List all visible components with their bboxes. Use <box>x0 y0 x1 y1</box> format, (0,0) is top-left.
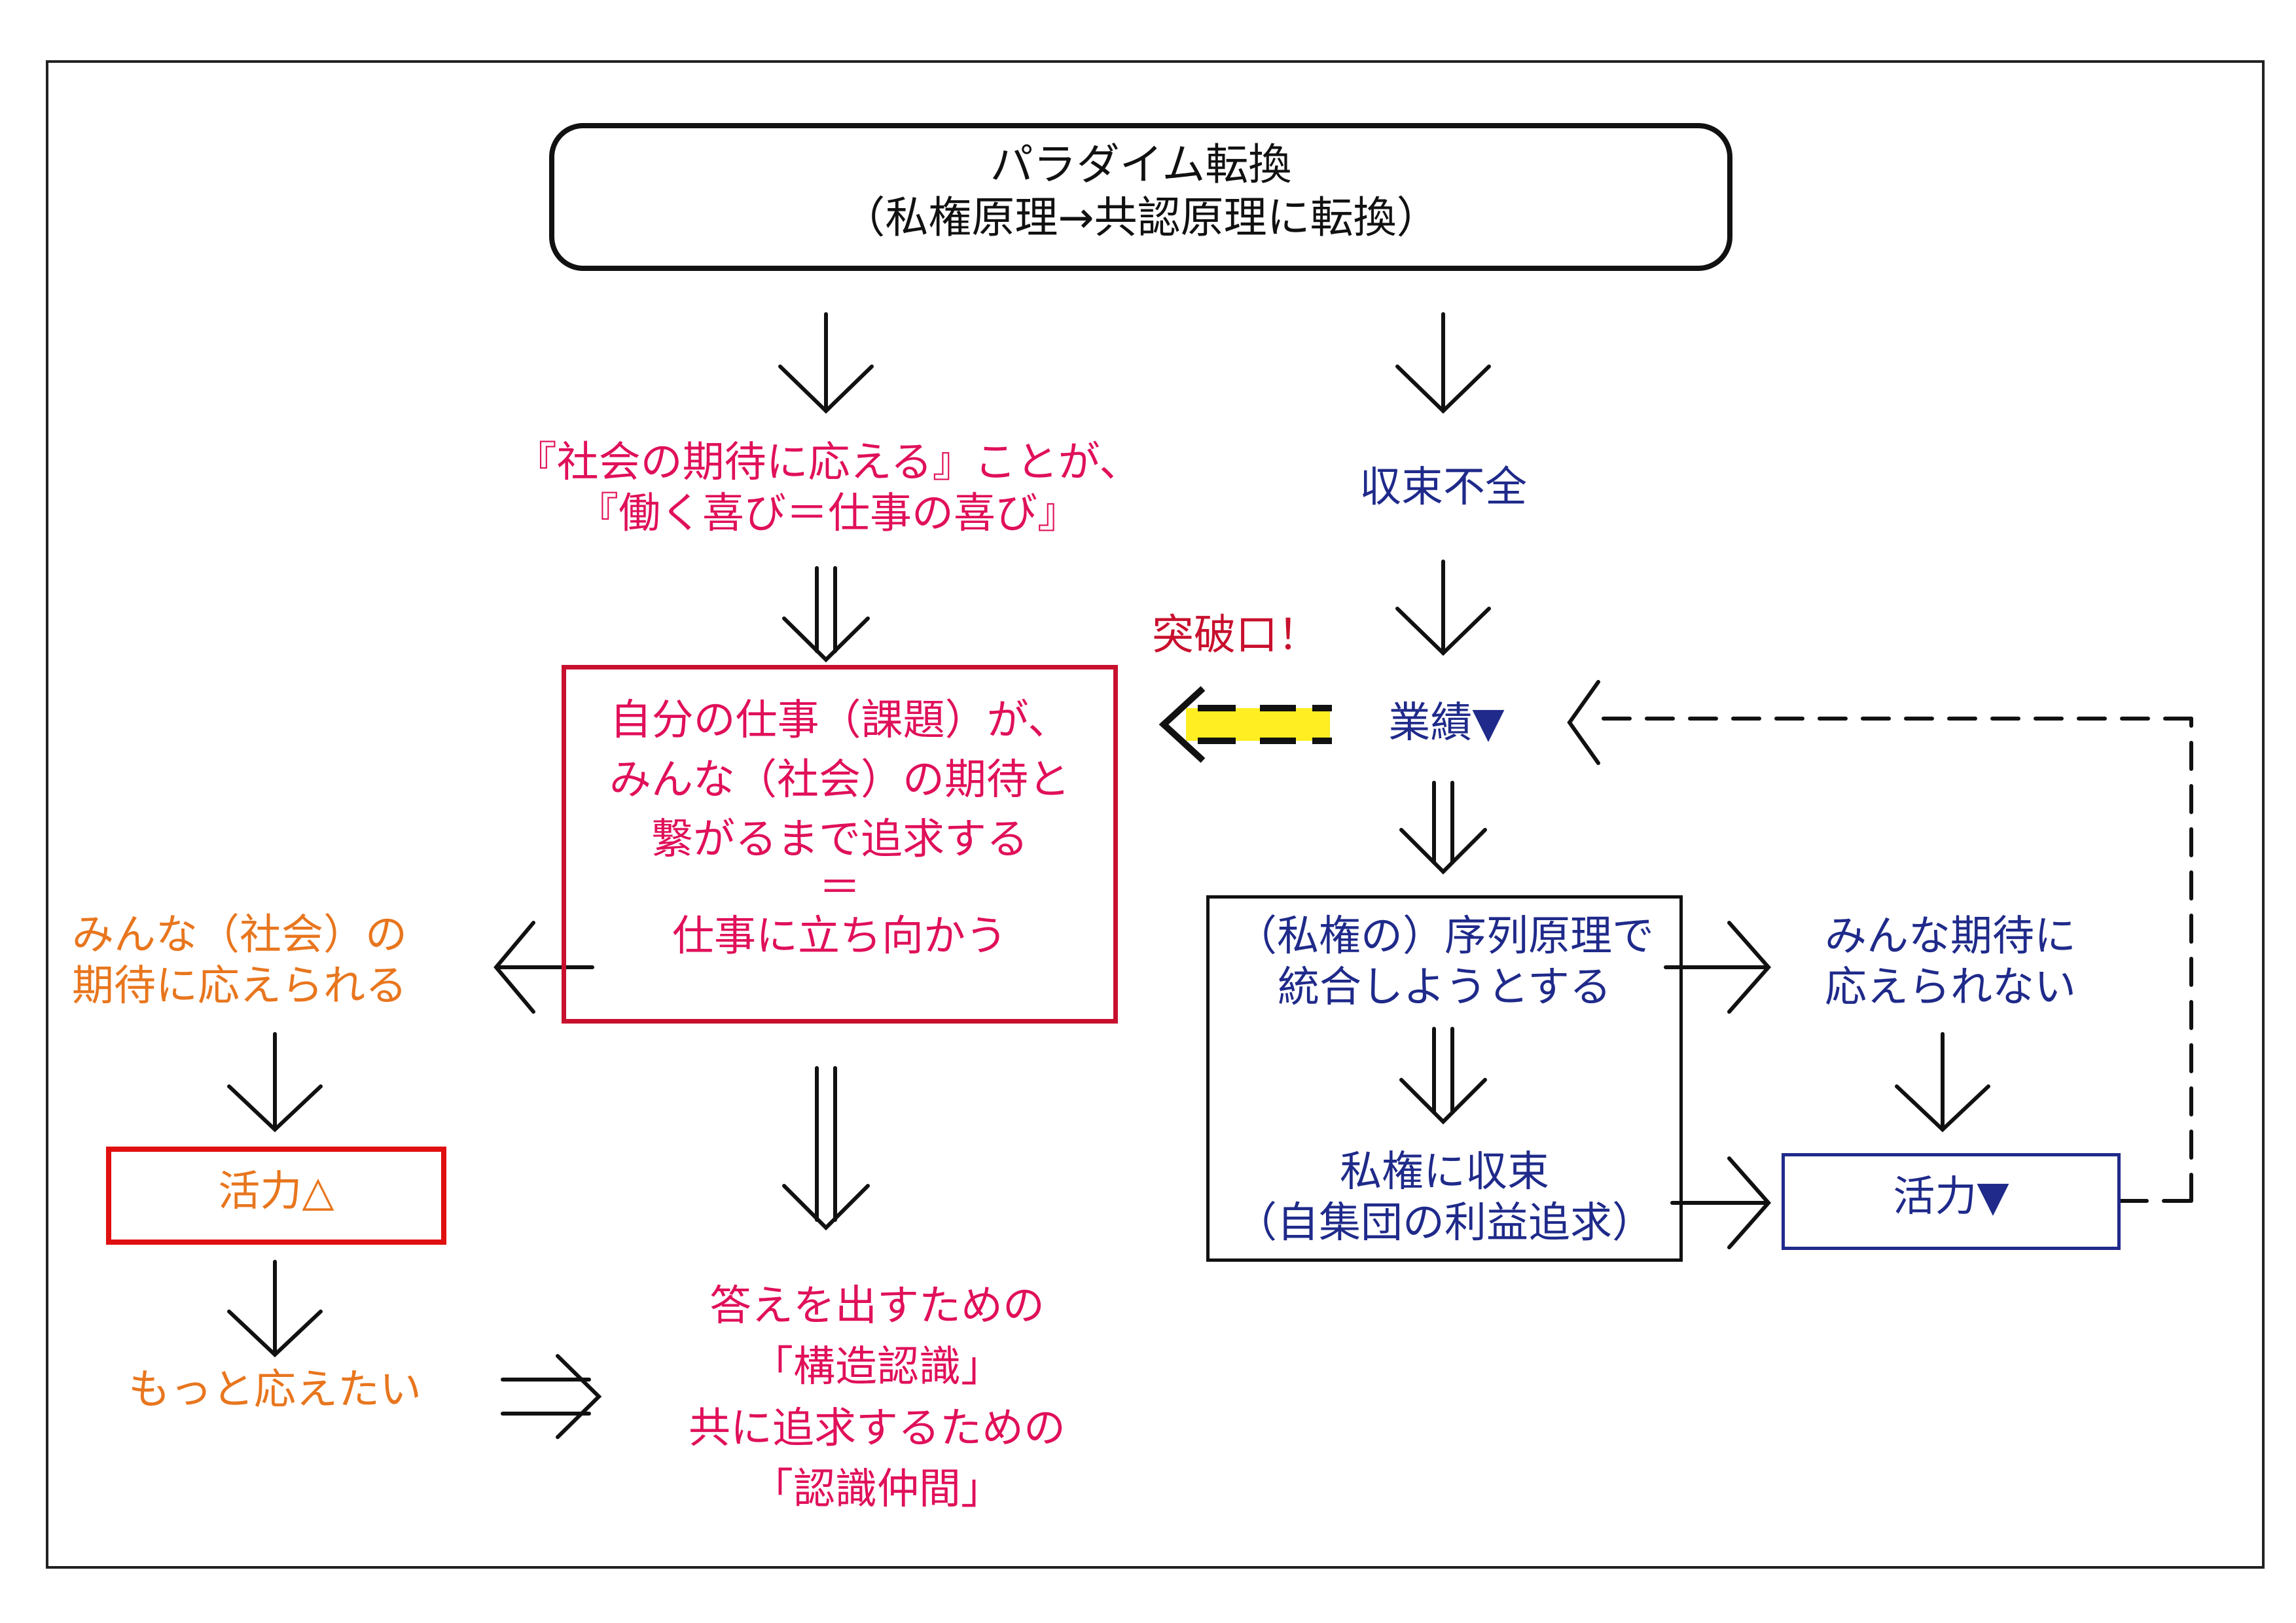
double-arrow-to-hierarchy-box <box>1399 781 1487 875</box>
expectation-line2: 『働く喜び＝仕事の喜び』 <box>577 490 1079 539</box>
arrow-left-to-meet-expectations <box>493 921 594 1014</box>
private-convergence-text: 私権に収束 （自集団の利益追求） <box>1206 1147 1683 1249</box>
meet-line2: 期待に応えられる <box>72 962 407 1011</box>
vitality-up-text: 活力△ <box>218 1168 334 1216</box>
cannot-meet-line2: 応えられない <box>1825 963 2076 1012</box>
vitality-down-text: 活力▼ <box>1893 1173 2009 1221</box>
paradigm-shift-title: パラダイム転換 （私権原理→共認原理に転換） <box>552 139 1730 244</box>
private-line1: 私権に収束 <box>1340 1148 1549 1196</box>
answer-text: 答えを出すための 「構造認識」 共に追求するための 「認識仲間」 <box>609 1276 1145 1521</box>
answer-line2: 「構造認識」 <box>751 1343 1003 1392</box>
cannot-meet-text: みんな期待に 応えられない <box>1767 911 2134 1013</box>
paradigm-shift-line2: （私権原理→共認原理に転換） <box>842 192 1440 243</box>
answer-line3: 共に追求するための <box>689 1404 1066 1453</box>
pursuit-box <box>562 665 1118 1024</box>
pursuit-line4: 仕事に立ち向かう <box>672 912 1007 961</box>
double-arrow-to-pursuit-box <box>782 566 870 663</box>
breakthrough-arrow <box>1158 686 1332 763</box>
breakthrough-label: 突破口！ <box>1152 611 1319 660</box>
vitality-down-box <box>1782 1153 2121 1250</box>
arrow-down-to-want-more <box>227 1260 323 1358</box>
arrow-down-to-performance <box>1395 560 1491 656</box>
feedback-arrow-head <box>1567 680 1600 765</box>
answer-line4: 「認識仲間」 <box>751 1465 1003 1514</box>
performance-down-text: 業績▼ <box>1388 699 1505 747</box>
arrow-down-to-convergence-failure <box>1395 312 1491 414</box>
private-line2: （自集団の利益追求） <box>1235 1199 1654 1248</box>
expectation-line1: 『社会の期待に応える』ことが、 <box>514 438 1141 487</box>
meet-line1: みんな（社会）の <box>72 911 407 959</box>
vitality-up-box <box>106 1147 446 1245</box>
cannot-meet-line1: みんな期待に <box>1825 912 2076 961</box>
hierarchy-line2: 統合しようとする <box>1277 963 1612 1012</box>
arrow-down-to-expectation <box>778 312 874 414</box>
top-box-border <box>549 123 1732 271</box>
pursuit-line1: 自分の仕事（課題）が、 <box>609 696 1070 745</box>
paradigm-shift-line1: パラダイム転換 <box>990 139 1292 190</box>
pursuit-line2: みんな（社会）の期待と <box>609 755 1070 804</box>
dashed-feedback-arrow <box>1587 717 2193 1203</box>
implication-arrow-to-answer <box>501 1354 602 1439</box>
want-more-text: もっと応えたい <box>128 1366 422 1414</box>
hierarchy-line1: （私権の）序列原理で <box>1235 912 1654 961</box>
hierarchy-box <box>1206 895 1683 1262</box>
double-arrow-to-answer <box>782 1066 870 1231</box>
meet-expectations-text: みんな（社会）の 期待に応えられる <box>72 910 478 1012</box>
pursuit-equals: ＝ <box>819 863 861 912</box>
answer-line1: 答えを出すための <box>709 1282 1045 1330</box>
hierarchy-text: （私権の）序列原理で 統合しようとする <box>1206 911 1683 1013</box>
arrow-right-to-vitality-down <box>1670 1156 1772 1249</box>
arrow-down-to-vitality-down <box>1895 1032 1990 1133</box>
arrow-down-to-vitality-up <box>227 1032 323 1133</box>
convergence-failure-text: 収束不全 <box>1359 463 1527 512</box>
diagram-frame <box>46 60 2265 1569</box>
double-arrow-to-private-convergence <box>1399 1027 1487 1125</box>
pursuit-text: 自分の仕事（課題）が、 みんな（社会）の期待と 繋がるまで追求する ＝ 仕事に立… <box>562 691 1118 967</box>
expectation-text: 『社会の期待に応える』ことが、 『働く喜び＝仕事の喜び』 <box>432 437 1224 539</box>
pursuit-line3: 繋がるまで追求する <box>651 815 1028 864</box>
